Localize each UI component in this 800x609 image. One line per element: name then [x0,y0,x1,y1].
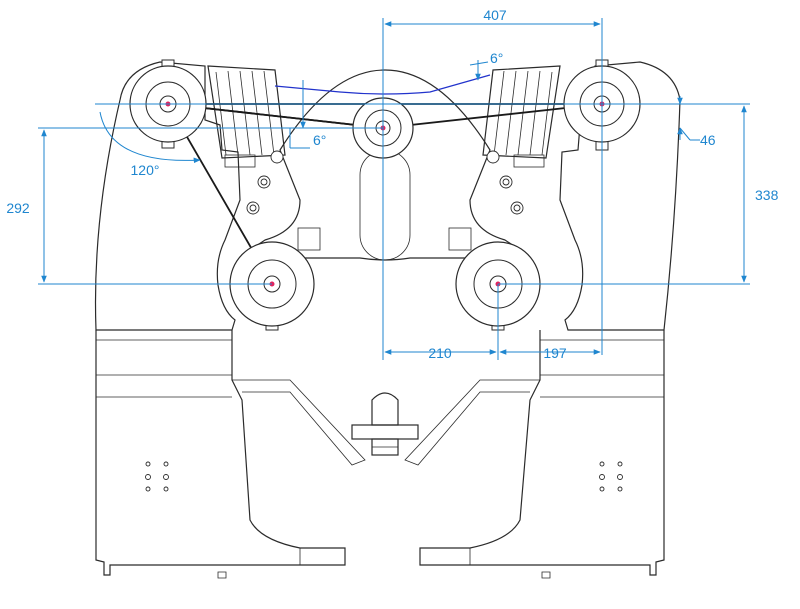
mount-holes [145,150,623,492]
center-bolt [351,392,419,456]
tension-line [274,74,491,95]
dim-46: 46 [700,132,716,148]
angle-120: 120° [131,162,160,178]
dimension-lines [38,18,750,360]
dim-197: 197 [543,345,567,361]
pulley-bottom-left [229,241,315,331]
frame-right [404,61,681,579]
dim-292: 292 [6,200,30,216]
angle-6-mid: 6° [313,132,326,148]
dim-210: 210 [428,345,452,361]
dim-338: 338 [755,187,779,203]
frame-left [94,61,366,579]
angle-6-top: 6° [490,50,503,66]
dim-407: 407 [483,7,507,23]
motor-right [482,65,561,168]
